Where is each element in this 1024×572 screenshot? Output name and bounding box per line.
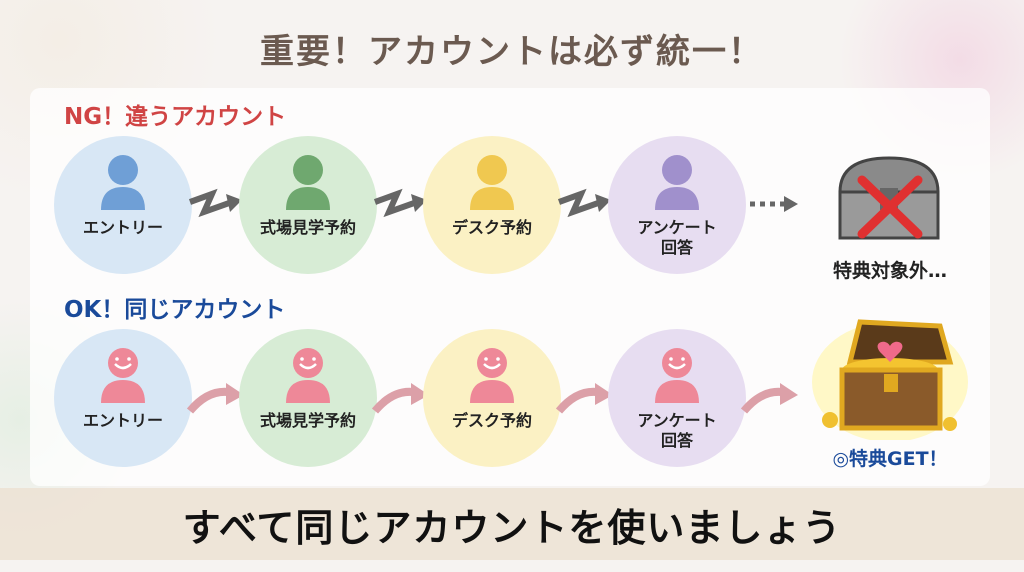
page-title: 重要！アカウントは必ず統一！ — [260, 32, 764, 72]
curved-arrow-icon — [186, 383, 244, 414]
locked-chest-icon — [838, 156, 940, 240]
ng-step-4: アンケート回答 — [608, 136, 746, 274]
step-label: 式場見学予約 — [259, 411, 356, 430]
person-icon — [651, 329, 703, 407]
ng-step-3: デスク予約 — [423, 136, 561, 274]
curved-arrow-icon — [371, 383, 429, 414]
person-icon — [466, 329, 518, 407]
curved-arrow-icon — [740, 383, 798, 414]
broken-arrow-icon — [557, 188, 611, 218]
step-label: アンケート回答 — [637, 218, 717, 257]
ng-step-1: エントリー — [54, 136, 192, 274]
treasure-chest-icon — [812, 319, 968, 440]
person-icon — [466, 136, 518, 214]
person-icon — [97, 136, 149, 214]
curved-arrow-icon — [555, 383, 613, 414]
step-label: デスク予約 — [451, 218, 532, 237]
person-icon — [282, 329, 334, 407]
ok-heading: OK！同じアカウント — [64, 297, 286, 323]
broken-arrow-icon — [188, 188, 242, 218]
ng-step-2: 式場見学予約 — [239, 136, 377, 274]
step-label: エントリー — [82, 218, 163, 237]
ok-step-3: デスク予約 — [423, 329, 561, 467]
broken-arrow-icon — [373, 188, 427, 218]
ok-step-2: 式場見学予約 — [239, 329, 377, 467]
person-icon — [282, 136, 334, 214]
person-icon — [97, 329, 149, 407]
ok-step-4: アンケート回答 — [608, 329, 746, 467]
ok-step-1: エントリー — [54, 329, 192, 467]
step-label: アンケート回答 — [637, 411, 717, 450]
step-label: 式場見学予約 — [259, 218, 356, 237]
ng-heading: NG！違うアカウント — [64, 104, 287, 130]
dotted-arrow-icon — [750, 196, 798, 212]
ok-result-label: ◎特典GET！ — [832, 448, 948, 470]
step-label: エントリー — [82, 411, 163, 430]
person-icon — [651, 136, 703, 214]
step-label: デスク予約 — [451, 411, 532, 430]
footer-banner: すべて同じアカウントを使いましょう — [0, 488, 1024, 560]
ng-result-label: 特典対象外… — [832, 260, 947, 282]
